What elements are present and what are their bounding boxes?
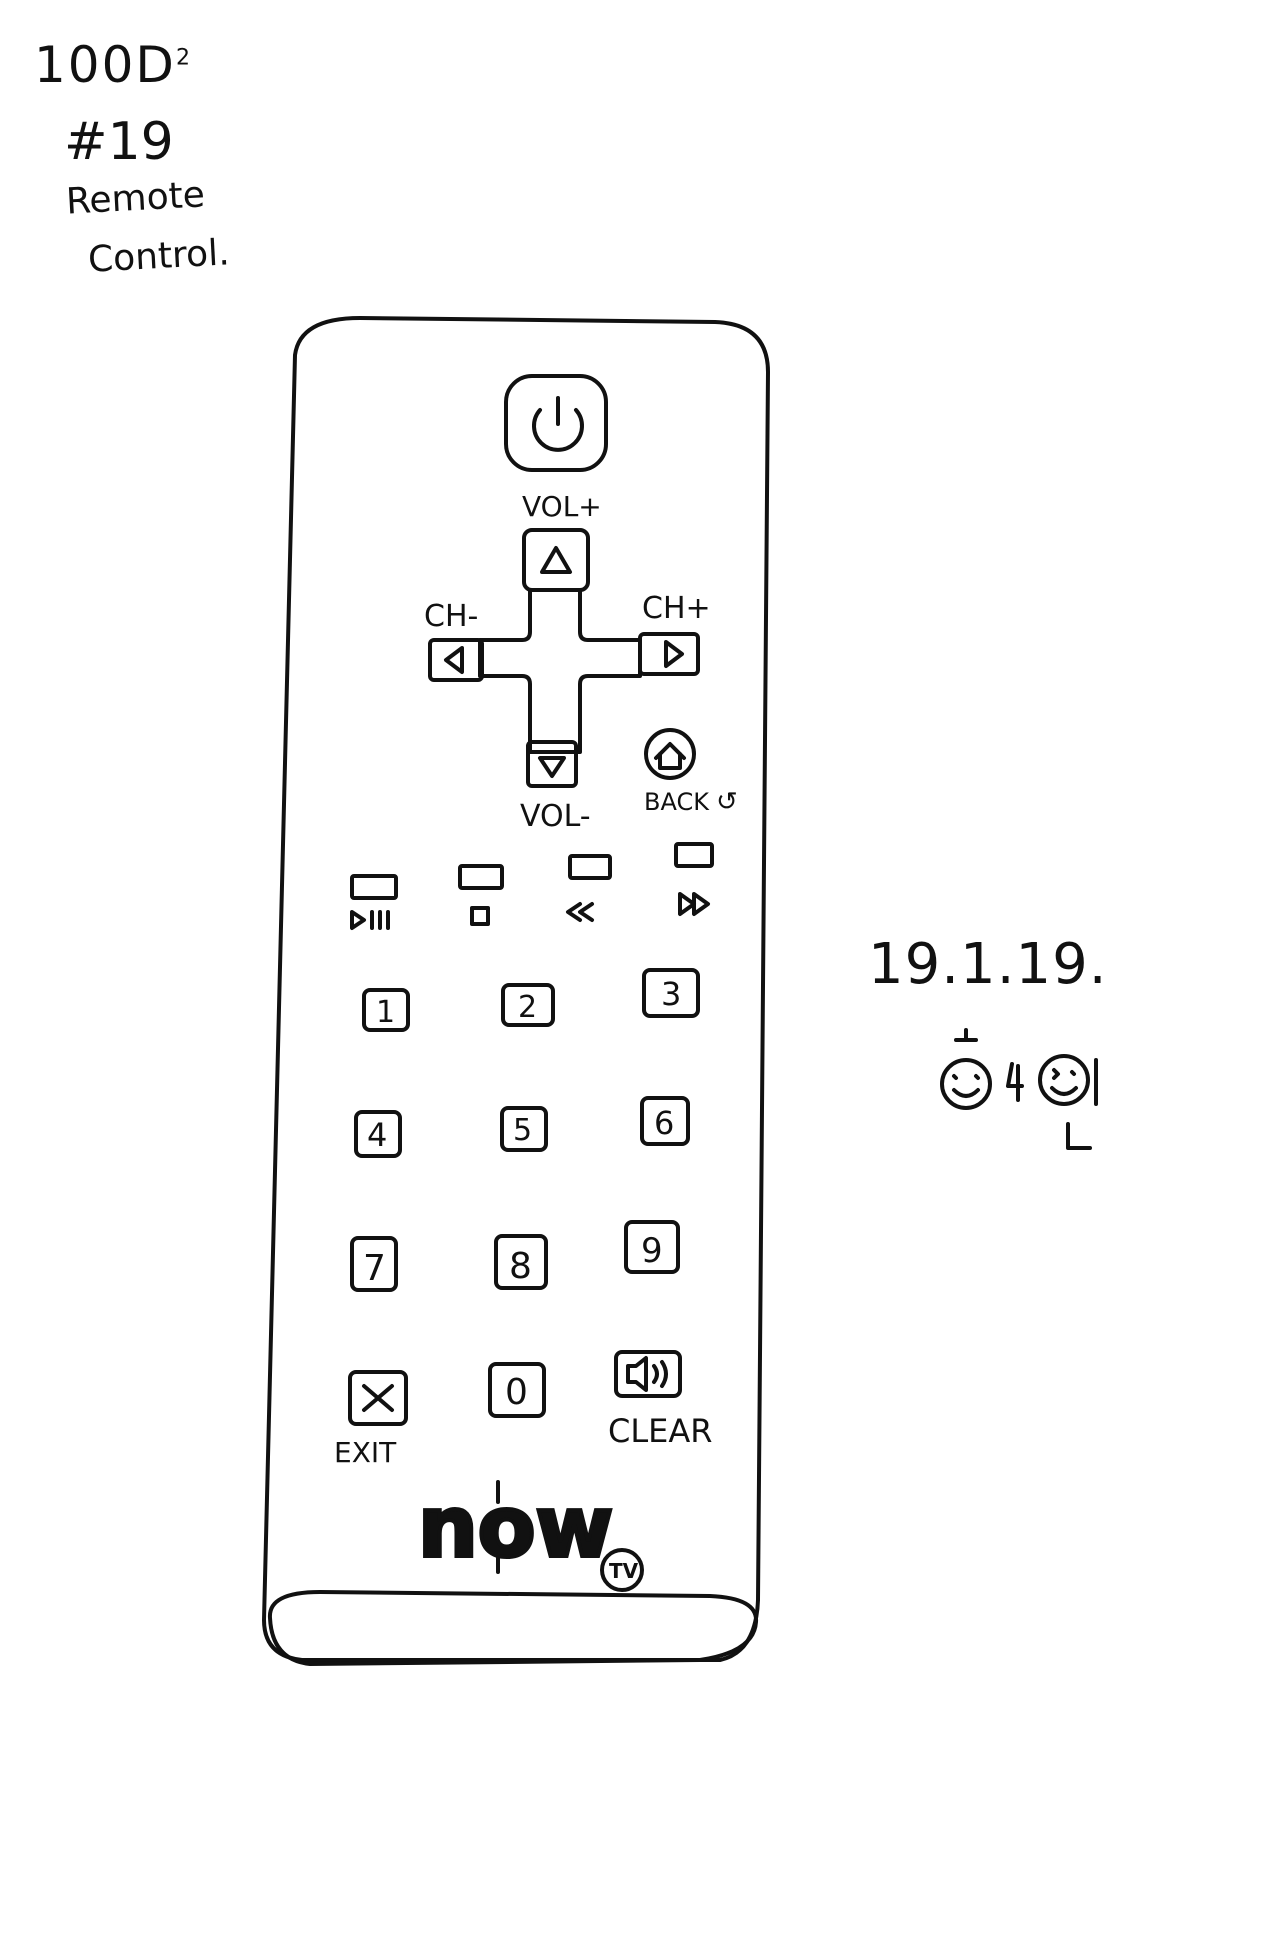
brand-badge-circle (600, 1548, 644, 1592)
exit-label: EXIT (334, 1436, 397, 1469)
key-5[interactable] (500, 1106, 548, 1152)
key-0-label: 0 (505, 1372, 528, 1413)
sketch-date: 19.1.19. (868, 932, 1108, 997)
dpad-outline (478, 588, 642, 754)
vol-down-button[interactable] (526, 740, 578, 788)
vol-down-label: VOL- (520, 799, 591, 834)
key-7-label: 7 (363, 1248, 386, 1289)
brand-logo: now (418, 1478, 613, 1576)
key-4[interactable] (354, 1110, 402, 1158)
key-8-label: 8 (509, 1246, 532, 1287)
smiley-face-left (940, 1058, 992, 1110)
key-1-label: 1 (376, 995, 395, 1030)
key-7[interactable] (350, 1236, 398, 1292)
vol-up-button[interactable] (522, 528, 590, 592)
notes-title: 100D2 (34, 36, 192, 94)
ch-down-button[interactable] (428, 638, 484, 682)
exit-button[interactable] (348, 1370, 408, 1426)
clear-button[interactable] (614, 1350, 682, 1398)
power-button[interactable] (504, 374, 608, 472)
back-label: BACK (644, 788, 710, 816)
close-icon (362, 1384, 394, 1412)
speaker-icon (626, 1356, 668, 1392)
key-9[interactable] (624, 1220, 680, 1274)
ch-up-button[interactable] (638, 632, 700, 676)
key-2[interactable] (501, 983, 555, 1027)
ch-up-label: CH+ (642, 591, 711, 626)
key-8[interactable] (494, 1234, 548, 1290)
notes-number: #19 (64, 112, 174, 172)
media-key-fast-forward[interactable] (674, 842, 714, 868)
media-key-play-pause[interactable] (350, 874, 398, 900)
key-3[interactable] (642, 968, 700, 1018)
home-button[interactable] (644, 728, 696, 780)
clear-label: CLEAR (608, 1412, 713, 1450)
power-icon (532, 408, 584, 452)
brand-badge: TV (609, 1559, 639, 1583)
remote-end-cap (267, 1590, 759, 1666)
key-2-label: 2 (518, 990, 537, 1025)
key-3-label: 3 (661, 975, 681, 1013)
media-key-rewind[interactable] (568, 854, 612, 880)
home-icon (654, 742, 686, 770)
key-6[interactable] (640, 1096, 690, 1146)
key-0[interactable] (488, 1362, 546, 1418)
key-9-label: 9 (641, 1231, 663, 1271)
key-4-label: 4 (367, 1116, 387, 1154)
back-arrow-icon: ↺ (716, 787, 738, 817)
vol-up-label: VOL+ (522, 490, 602, 523)
key-6-label: 6 (654, 1104, 674, 1142)
key-5-label: 5 (513, 1113, 532, 1148)
smiley-face-right (1038, 1054, 1090, 1106)
key-1[interactable] (362, 988, 410, 1032)
ch-down-label: CH- (424, 599, 478, 634)
media-key-stop[interactable] (458, 864, 504, 890)
